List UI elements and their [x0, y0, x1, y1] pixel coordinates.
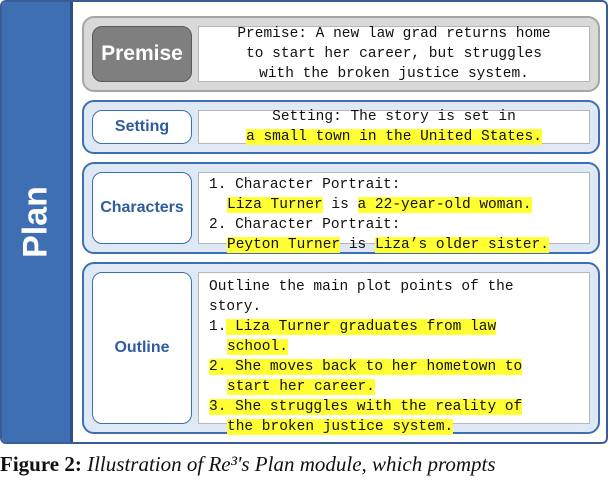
- character-1-header: 1. Character Portrait:: [209, 177, 401, 193]
- premise-content: Premise: A new law grad returns home to …: [198, 26, 590, 82]
- outline-point-1: Liza Turner graduates from law: [226, 319, 497, 335]
- plan-column: Plan: [2, 2, 73, 442]
- plan-label: Plan: [16, 186, 55, 258]
- character-2-name: Peyton Turner: [227, 237, 341, 253]
- outline-intro: story.: [209, 299, 262, 315]
- premise-line: Premise: A new law grad returns home: [237, 26, 551, 42]
- setting-content: Setting: The story is set in a small tow…: [198, 109, 590, 145]
- character-1-desc: a 22-year-old woman.: [357, 197, 532, 213]
- outline-point-2-cont: start her career.: [227, 379, 375, 395]
- figure-caption: Figure 2: Illustration of Re³'s Plan mod…: [0, 452, 496, 477]
- outline-label: Outline: [114, 339, 170, 356]
- outline-point-3-cont: the broken justice system.: [227, 419, 454, 435]
- character-2-is: is: [340, 237, 375, 253]
- plan-diagram: Plan Premise Premise: A new law grad ret…: [0, 0, 608, 444]
- premise-panel: Premise Premise: A new law grad returns …: [82, 16, 600, 92]
- outline-point-1-num: 1.: [209, 319, 227, 335]
- premise-label-box: Premise: [92, 26, 192, 82]
- setting-label-box: Setting: [92, 110, 192, 144]
- outline-content: Outline the main plot points of the stor…: [198, 272, 590, 435]
- premise-line: with the broken justice system.: [259, 66, 529, 82]
- characters-panel: Characters 1. Character Portrait: Liza T…: [82, 162, 600, 254]
- outline-point-2: 2. She moves back to her hometown to: [209, 359, 523, 375]
- character-1-name: Liza Turner: [227, 197, 323, 213]
- outline-point-1-cont: school.: [227, 339, 288, 355]
- setting-highlight: a small town in the United States.: [246, 129, 542, 145]
- outline-panel: Outline Outline the main plot points of …: [82, 262, 600, 435]
- setting-line: Setting: The story is set in: [272, 109, 516, 125]
- character-2-header: 2. Character Portrait:: [209, 217, 401, 233]
- characters-label-box: Characters: [92, 172, 192, 244]
- character-1-is: is: [322, 197, 358, 213]
- setting-panel: Setting Setting: The story is set in a s…: [82, 100, 600, 154]
- characters-label: Characters: [100, 199, 184, 216]
- character-2-desc: Liza’s older sister.: [374, 237, 549, 253]
- outline-intro: Outline the main plot points of the: [209, 279, 514, 295]
- caption-text: Illustration of Re³'s Plan module, which…: [81, 452, 496, 476]
- premise-label: Premise: [101, 42, 183, 65]
- outline-point-3: 3. She struggles with the reality of: [209, 399, 523, 415]
- setting-label: Setting: [114, 118, 170, 135]
- characters-content: 1. Character Portrait: Liza Turner is a …: [198, 172, 590, 253]
- figure-number: Figure 2:: [0, 452, 82, 476]
- premise-line: to start her career, but struggles: [246, 46, 542, 62]
- outline-label-box: Outline: [92, 272, 192, 424]
